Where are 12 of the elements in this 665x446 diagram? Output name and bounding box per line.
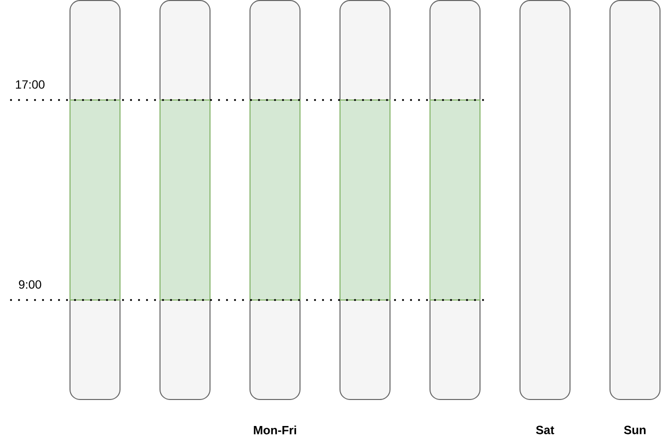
time-label: 17:00 (16, 80, 44, 89)
time-label: 9:00 (18, 280, 42, 289)
day-label: Sat (536, 426, 554, 434)
work-hours-band (70, 100, 120, 300)
work-hours-band (160, 100, 210, 300)
day-column (610, 0, 660, 400)
work-hours-band (250, 100, 300, 300)
work-hours-band (340, 100, 390, 300)
work-hours-band (430, 100, 480, 300)
day-label: Sun (624, 426, 646, 434)
day-label: Mon-Fri (254, 426, 296, 434)
day-column (520, 0, 570, 400)
